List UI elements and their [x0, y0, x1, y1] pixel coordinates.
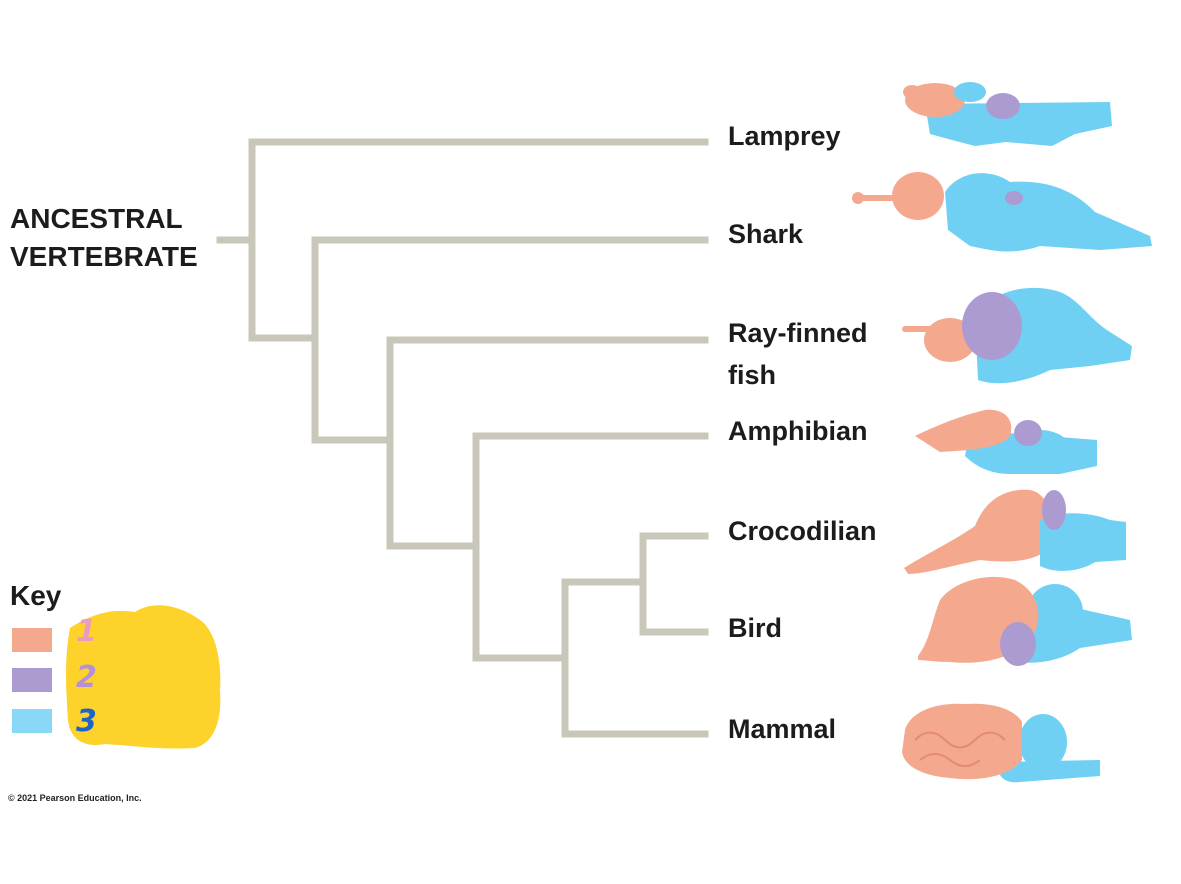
mammal-brain-image — [902, 703, 1100, 783]
tree-node-3 — [386, 336, 709, 550]
taxon-label-bird: Bird — [728, 613, 782, 643]
key-swatch-forebrain — [12, 628, 52, 652]
tree-node-6 — [561, 578, 709, 738]
highlighter-scribble — [66, 605, 221, 749]
amphibian-brain-image — [915, 409, 1097, 474]
phylogenetic-tree — [216, 138, 709, 738]
taxon-label-crocodilian: Crocodilian — [728, 516, 877, 546]
tree-node-2 — [311, 236, 709, 444]
taxon-label-lamprey: Lamprey — [728, 121, 841, 151]
key-title: Key — [10, 580, 62, 611]
taxon-label-rayfinned-fish: Ray-finned fish — [728, 313, 868, 395]
root-label-line2: VERTEBRATE — [10, 241, 198, 272]
brain-illustrations — [852, 82, 1152, 783]
key-number-3: 3 — [76, 704, 97, 739]
taxon-label-mammal: Mammal — [728, 714, 837, 744]
shark-brain-image — [852, 172, 1152, 252]
copyright-notice: © 2021 Pearson Education, Inc. — [8, 793, 142, 803]
key-swatch-hindbrain — [12, 709, 52, 733]
tree-node-1 — [248, 138, 709, 342]
key-number-1: 1 — [76, 614, 97, 649]
tree-node-4 — [472, 432, 709, 662]
taxon-label-amphibian: Amphibian — [728, 416, 868, 446]
key-number-2: 2 — [76, 660, 97, 695]
root-label: ANCESTRAL VERTEBRATE — [10, 200, 198, 276]
key-swatch-midbrain — [12, 668, 52, 692]
rayfinned-brain-image — [902, 287, 1132, 384]
taxon-label-shark: Shark — [728, 219, 804, 249]
taxon-label-rayfinned-line1: Ray-finned — [728, 318, 868, 348]
bird-brain-image — [918, 576, 1132, 666]
tree-node-5 — [639, 532, 709, 636]
taxon-label-rayfinned-line2: fish — [728, 360, 777, 390]
lamprey-brain-image — [903, 82, 1112, 146]
root-label-line1: ANCESTRAL — [10, 203, 183, 234]
crocodilian-brain-image — [904, 489, 1126, 574]
